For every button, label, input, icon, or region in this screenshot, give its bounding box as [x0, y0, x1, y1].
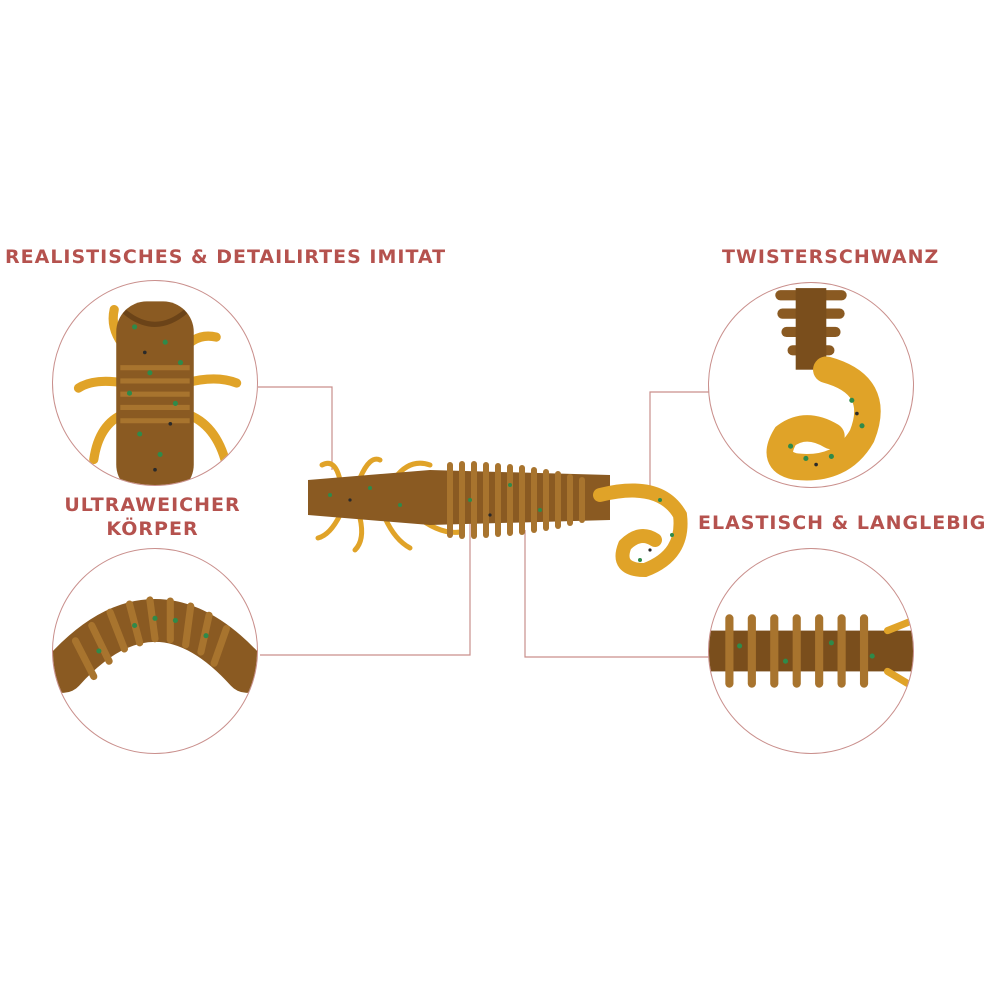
soft-body-detail-image — [53, 596, 257, 693]
connector-top-right — [649, 391, 710, 490]
label-ultrasoft-line1: ULTRAWEICHER — [64, 494, 241, 516]
connector-top-left — [258, 386, 333, 470]
label-ultrasoft-line2: KÖRPER — [106, 518, 199, 540]
label-ultrasoft-body: ULTRAWEICHER KÖRPER — [55, 493, 250, 541]
detail-circle-twister-tail — [708, 282, 914, 488]
detail-circle-elastic-ribs — [708, 548, 914, 754]
detail-circle-head — [52, 280, 258, 486]
twister-tail-detail-image — [766, 288, 881, 481]
head-detail-image — [73, 301, 242, 485]
label-elastic-durable: ELASTISCH & LANGLEBIG — [698, 512, 987, 534]
detail-circle-soft-body — [52, 548, 258, 754]
label-twister-tail: TWISTERSCHWANZ — [722, 246, 940, 268]
connector-bottom-left — [260, 505, 471, 656]
label-realistic-imitation: REALISTISCHES & DETAILIRTES IMITAT — [5, 246, 447, 268]
elastic-ribs-detail-image — [709, 614, 913, 691]
connector-bottom-right — [524, 530, 710, 658]
main-lure-image — [308, 456, 688, 578]
